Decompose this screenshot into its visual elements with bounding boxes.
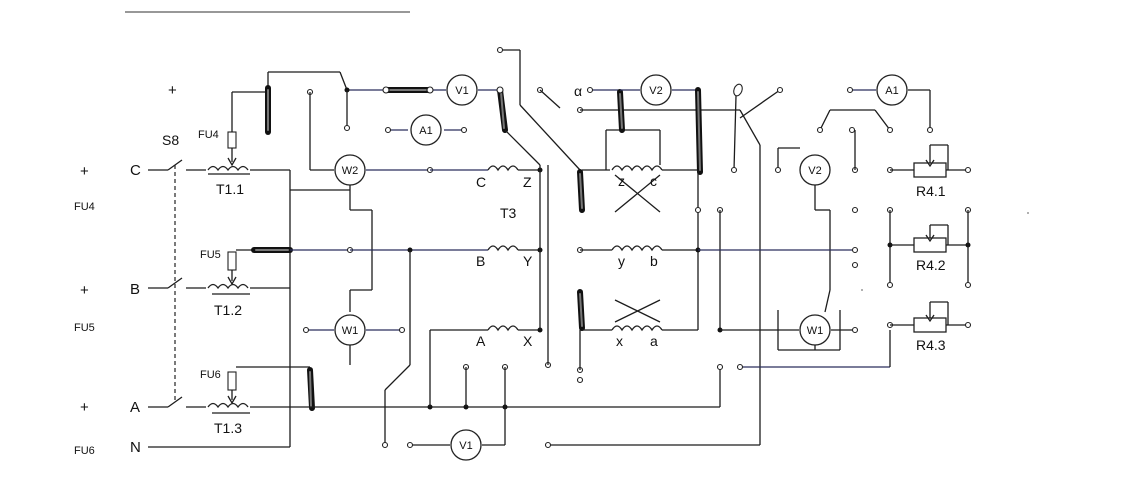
resistor-r4-3: R4.3 <box>886 301 972 353</box>
fu4-left-label: FU4 <box>74 201 95 213</box>
ammeter-a1-right-label: A1 <box>885 85 898 97</box>
voltmeter-v1-bottom <box>450 429 482 461</box>
t1-3-label: T1.3 <box>214 420 242 436</box>
autotransformer-t1-1: FU4 T1.1 <box>198 91 290 197</box>
ammeter-a1-left-label: A1 <box>419 125 432 137</box>
t1-1-label: T1.1 <box>216 181 244 197</box>
wattmeter-w2-left-label: W2 <box>342 165 359 177</box>
phase-n-label: N <box>130 439 141 456</box>
fu5-left-label: FU5 <box>74 322 95 334</box>
primary-y-label: Y <box>523 253 533 269</box>
resistor-r4-2-label: R4.2 <box>916 257 946 273</box>
t1-2-label: T1.2 <box>214 302 242 318</box>
secondary-alpha-label: α <box>574 83 582 99</box>
voltmeter-v2-top <box>640 74 672 106</box>
phase-b-label: B <box>130 281 140 298</box>
phase-c-label: C <box>130 162 141 179</box>
secondary-z-label: z <box>618 173 625 189</box>
secondary-a-label: a <box>650 333 658 349</box>
primary-a-label: A <box>476 333 486 349</box>
switch-s8-label: S8 <box>162 132 179 148</box>
autotransformer-t1-2: FU5 T1.2 <box>200 249 290 318</box>
ammeter-a1-left <box>410 114 442 146</box>
secondary-b-label: b <box>650 253 658 269</box>
voltmeter-v1-top <box>446 74 478 106</box>
primary-b-label: B <box>476 253 485 269</box>
transformer-t3-secondary: z c y b x a α V2 <box>536 74 761 449</box>
fuse-fu6-label: FU6 <box>200 369 221 381</box>
plus-c-label: + <box>80 163 89 180</box>
voltmeter-v1-top-label: V1 <box>455 85 468 97</box>
primary-c-label: C <box>476 174 486 190</box>
resistor-r4-1: R4.1 <box>886 144 972 199</box>
ammeter-a1-right <box>876 74 908 106</box>
plus-b-label: + <box>80 282 89 299</box>
fuse-fu4-label: FU4 <box>198 129 219 141</box>
resistor-r4-3-label: R4.3 <box>916 337 946 353</box>
autotransformer-t1-3: FU6 T1.3 <box>200 366 310 436</box>
voltmeter-v2-right-label: V2 <box>808 165 821 177</box>
phase-a-label: A <box>130 399 140 416</box>
primary-z-label: Z <box>523 174 532 190</box>
secondary-c-label: c <box>650 173 657 189</box>
secondary-x-label: x <box>616 333 623 349</box>
voltmeter-v2-top-label: V2 <box>649 85 662 97</box>
fuse-fu5 <box>227 251 237 271</box>
transformer-t3-label: T3 <box>500 205 517 221</box>
plus-a-label: + <box>80 399 89 416</box>
fuse-fu6 <box>227 371 237 391</box>
transformer-t3-primary: C Z B Y A X T3 <box>430 165 552 369</box>
wattmeter-w1-left-label: W1 <box>342 325 359 337</box>
resistor-r4-1-label: R4.1 <box>916 183 946 199</box>
primary-x-label: X <box>523 333 533 349</box>
fuse-fu5-label: FU5 <box>200 249 221 261</box>
secondary-y-label: y <box>618 253 625 269</box>
switch-s8 <box>148 159 206 408</box>
fu6-left-label: FU6 <box>74 445 95 457</box>
wattmeter-w1-right-label: W1 <box>807 325 824 337</box>
voltmeter-v1-bottom-label: V1 <box>459 440 472 452</box>
fuse-fu4 <box>227 131 237 149</box>
plus-top-label: + <box>168 82 177 99</box>
resistor-r4-2: R4.2 <box>886 206 972 289</box>
